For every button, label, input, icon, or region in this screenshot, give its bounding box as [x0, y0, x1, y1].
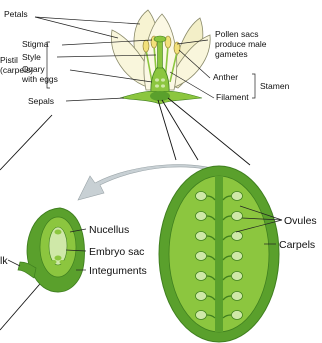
ovary-egg-4 [161, 84, 165, 87]
label-ovules: Ovules [284, 215, 317, 227]
label-nucellus: Nucellus [89, 224, 129, 236]
label-filament: Filament [216, 92, 249, 102]
ovule [232, 272, 243, 281]
label-sepals: Sepals [28, 96, 54, 106]
embryo-sac-cell-4 [60, 260, 65, 264]
label-embryo-sac: Embryo sac [89, 246, 144, 258]
label-stalk-partial: lk [0, 255, 8, 267]
label-anther: Anther [213, 72, 238, 82]
ovule [232, 212, 243, 221]
anther-1 [143, 40, 149, 52]
embryo-sac-cell-2 [55, 256, 62, 261]
label-ovary-line2: with eggs [21, 74, 58, 84]
ovule [196, 292, 207, 301]
label-pollen-line1: Pollen sacs [215, 29, 258, 39]
receptacle [150, 91, 170, 101]
label-petals: Petals [4, 9, 28, 19]
label-stigma: Stigma [22, 39, 49, 49]
label-pistil-line2: (carpels) [0, 65, 33, 75]
ovary-egg-2 [161, 78, 165, 81]
ovary-egg-3 [155, 84, 159, 87]
style [158, 40, 163, 68]
label-style: Style [22, 52, 41, 62]
ovule [232, 292, 243, 301]
embryo-sac-cell-3 [52, 260, 57, 264]
carpel-cross-section [159, 166, 279, 342]
zoom-line-right-2 [168, 98, 250, 165]
flower [111, 10, 210, 104]
ovule [232, 232, 243, 241]
zoom-line-top-left [0, 115, 52, 170]
label-carpels: Carpels [279, 239, 315, 251]
stigma [154, 36, 166, 42]
ovule [232, 311, 243, 320]
ovule [196, 192, 207, 201]
label-pollen-line3: gametes [215, 49, 248, 59]
ovule [196, 212, 207, 221]
embryo-sac-cell-1 [55, 230, 62, 235]
ovule [196, 232, 207, 241]
label-integuments: Integuments [89, 265, 147, 277]
label-pistil-line1: Pistil [0, 55, 18, 65]
carpel-septum [215, 176, 223, 332]
ovule [196, 272, 207, 281]
label-stamen: Stamen [260, 81, 290, 91]
label-pollen-line2: produce male [215, 39, 267, 49]
ovule [232, 192, 243, 201]
ovary-egg-1 [155, 78, 159, 81]
ovule [196, 252, 207, 261]
ovule-enlarged [18, 208, 84, 292]
ovule [196, 311, 207, 320]
ovule [232, 252, 243, 261]
